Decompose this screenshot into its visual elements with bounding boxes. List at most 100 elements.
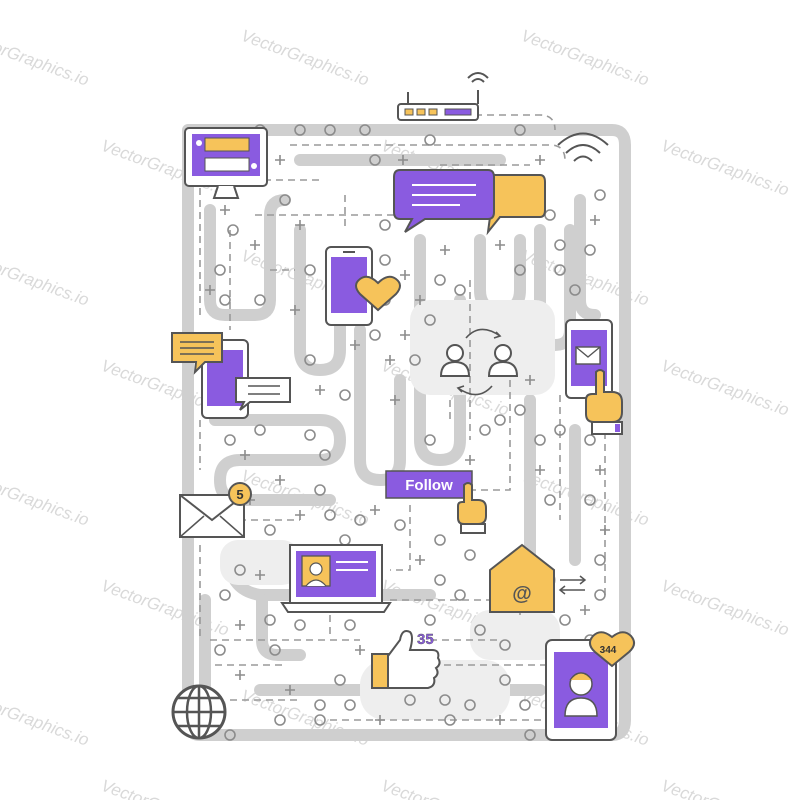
maze-plus xyxy=(290,305,300,315)
maze-dot xyxy=(534,434,546,446)
follow-button[interactable]: Follow xyxy=(385,470,473,499)
maze-dot xyxy=(369,154,381,166)
maze-dot xyxy=(464,549,476,561)
maze-dot xyxy=(439,694,451,706)
maze-dot xyxy=(424,434,436,446)
maze-dot xyxy=(494,414,506,426)
maze-dots xyxy=(205,124,610,741)
maze-dot xyxy=(559,614,571,626)
maze-dot xyxy=(519,699,531,711)
maze-plus xyxy=(590,215,600,225)
maze-plus xyxy=(535,465,545,475)
maze-dot xyxy=(334,674,346,686)
phone-mail-icon xyxy=(565,319,613,399)
maze-plus xyxy=(315,385,325,395)
phone-heart-icon xyxy=(325,246,401,326)
maze-dot xyxy=(499,674,511,686)
tap-hand-icon xyxy=(585,369,623,435)
maze-plus xyxy=(355,645,365,655)
maze-plus xyxy=(350,340,360,350)
maze-dot xyxy=(544,494,556,506)
maze-plus xyxy=(465,455,475,465)
chat-bubbles-icon xyxy=(393,169,546,236)
maze-plus xyxy=(385,355,395,365)
maze-dot xyxy=(369,329,381,341)
maze-dot xyxy=(339,534,351,546)
maze-dot xyxy=(404,694,416,706)
monitor-chat-icon xyxy=(184,127,268,199)
maze-dot xyxy=(499,639,511,651)
maze-dot xyxy=(444,714,456,726)
maze-dot xyxy=(554,239,566,251)
maze-dot xyxy=(434,534,446,546)
maze-dot xyxy=(214,264,226,276)
maze-dot xyxy=(594,554,606,566)
envelope-count-badge: 5 xyxy=(228,482,252,506)
maze-dot xyxy=(264,524,276,536)
maze-dot xyxy=(514,124,526,136)
maze-dot xyxy=(264,614,276,626)
watermark-text: VectorGraphics.io xyxy=(99,576,232,640)
maze-plus xyxy=(400,270,410,280)
watermark-text: VectorGraphics.io xyxy=(0,466,92,530)
maze-plus xyxy=(580,605,590,615)
maze-dot xyxy=(224,434,236,446)
watermark-text: VectorGraphics.io xyxy=(659,576,792,640)
maze-dot xyxy=(294,124,306,136)
follow-button-label: Follow xyxy=(405,477,453,494)
maze-plus xyxy=(235,670,245,680)
maze-dot xyxy=(434,274,446,286)
maze-dot xyxy=(354,514,366,526)
maze-plus xyxy=(240,450,250,460)
maze-dot xyxy=(304,264,316,276)
maze-dot xyxy=(319,449,331,461)
maze-plus xyxy=(295,220,305,230)
maze-plus xyxy=(235,620,245,630)
maze-plus xyxy=(495,240,505,250)
maze-dot xyxy=(554,424,566,436)
maze-dot xyxy=(409,354,421,366)
maze-dot xyxy=(274,714,286,726)
maze-plus xyxy=(275,475,285,485)
envelope-count-text: 5 xyxy=(236,487,243,502)
maze-plus xyxy=(295,510,305,520)
watermark-text: VectorGraphics.io xyxy=(239,26,372,90)
maze-plus xyxy=(400,330,410,340)
maze-dot xyxy=(424,314,436,326)
maze-dot xyxy=(479,424,491,436)
maze-dot xyxy=(314,714,326,726)
maze-dot xyxy=(434,574,446,586)
watermark-text: VectorGraphics.io xyxy=(0,686,92,750)
pointer-hand-icon xyxy=(457,482,487,534)
maze-dot xyxy=(569,284,581,296)
maze-dot xyxy=(219,294,231,306)
maze-dot xyxy=(219,589,231,601)
maze-plus xyxy=(525,375,535,385)
watermark-text: VectorGraphics.io xyxy=(0,246,92,310)
wifi-icon xyxy=(557,132,609,162)
maze-dot xyxy=(464,699,476,711)
maze-dot xyxy=(424,134,436,146)
maze-plus xyxy=(398,155,408,165)
maze-dot xyxy=(304,354,316,366)
phone-profile-icon xyxy=(545,631,635,741)
maze-dot xyxy=(379,254,391,266)
maze-dot xyxy=(454,284,466,296)
maze-dot xyxy=(584,434,596,446)
maze-plus xyxy=(250,240,260,250)
watermark-text: VectorGraphics.io xyxy=(0,26,92,90)
maze-dot xyxy=(314,484,326,496)
maze-plus xyxy=(595,465,605,475)
maze-dot xyxy=(474,624,486,636)
maze-dot xyxy=(224,729,236,741)
maze-dot xyxy=(344,619,356,631)
maze-dot xyxy=(554,264,566,276)
maze-plus xyxy=(220,205,230,215)
phone-chat-icon xyxy=(171,332,291,419)
maze-plus xyxy=(285,685,295,695)
maze-plus xyxy=(415,295,425,305)
background-blobs xyxy=(220,300,560,720)
home-email-icon: @ xyxy=(489,543,587,613)
maze-dot xyxy=(294,619,306,631)
